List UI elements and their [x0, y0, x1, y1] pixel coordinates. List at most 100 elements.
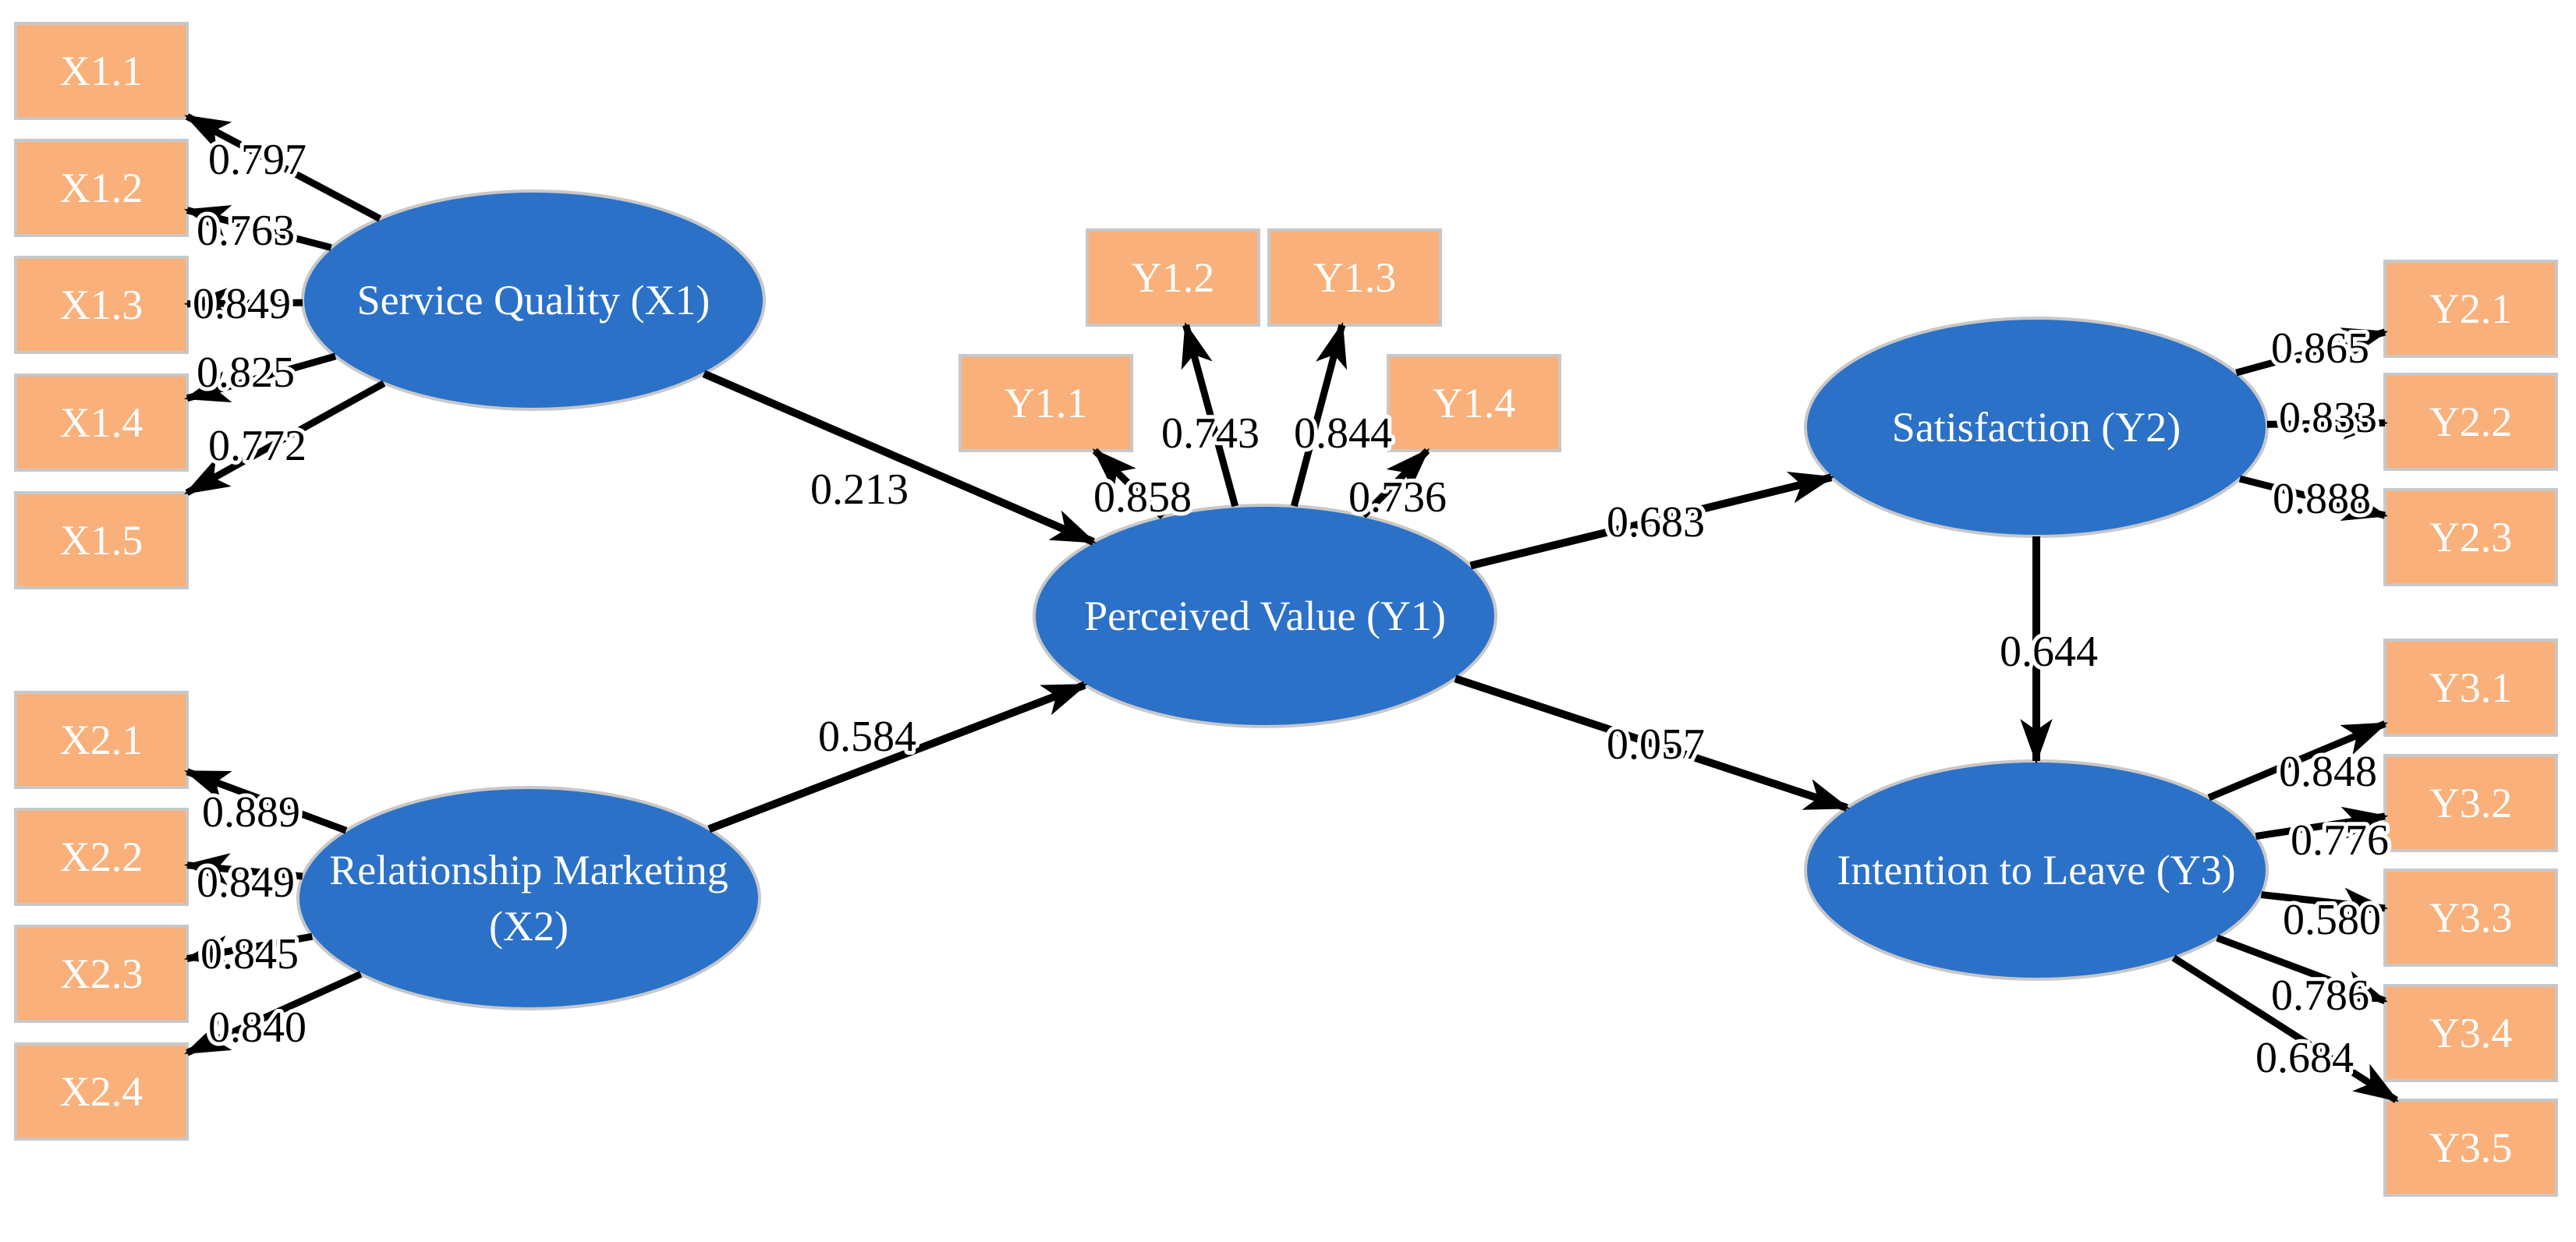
latent-label-line: Perceived Value (Y1)	[1084, 593, 1446, 639]
indicator-label-Y3.4: Y3.4	[2429, 1010, 2513, 1056]
indicator-Y1.4	[1387, 354, 1561, 452]
indicator-label-Y3.5: Y3.5	[2429, 1124, 2513, 1171]
loading-value-X2.3: 0.845	[200, 930, 299, 978]
indicator-Y1.1	[958, 354, 1133, 452]
latent-X2	[296, 786, 761, 1010]
latent-label-line: Satisfaction (Y2)	[1892, 404, 2181, 451]
indicator-label-Y2.2: Y2.2	[2429, 398, 2513, 445]
loading-arrow-X1.4	[184, 352, 337, 403]
loading-value-Y1.2: 0.743	[1161, 409, 1260, 458]
loading-value-X1.2: 0.763	[197, 207, 295, 255]
latent-label-line: Intention to Leave (Y3)	[1837, 847, 2235, 893]
indicator-label-X1.4: X1.4	[60, 399, 144, 446]
loading-arrow-X2.2	[183, 853, 303, 886]
indicator-Y2.2	[2383, 373, 2558, 471]
loading-arrow-Y2.3	[2238, 475, 2389, 522]
loading-value-Y3.2: 0.776	[2291, 816, 2389, 865]
loading-arrow-Y2.1	[2235, 327, 2388, 377]
loading-arrow-X2.1	[184, 768, 348, 834]
loading-value-Y3.4: 0.786	[2271, 971, 2369, 1020]
loading-arrow-Y1.4	[1360, 448, 1430, 518]
indicator-X2.4	[14, 1042, 189, 1141]
indicator-label-Y3.1: Y3.1	[2429, 664, 2513, 711]
indicator-label-X1.3: X1.3	[60, 281, 144, 328]
indicator-Y1.3	[1267, 228, 1442, 327]
path-arrow-Y1-Y2	[1469, 472, 1835, 570]
latent-label-X1: Service Quality (X1)	[357, 277, 710, 324]
indicator-label-Y3.3: Y3.3	[2429, 894, 2513, 941]
indicator-label-Y1.2: Y1.2	[1132, 254, 1215, 301]
latent-label-line: Relationship Marketing	[329, 847, 728, 893]
indicator-label-X1.5: X1.5	[60, 517, 144, 564]
indicator-X1.1	[14, 22, 189, 120]
loading-value-Y3.3: 0.580	[2283, 896, 2381, 944]
indicator-label-Y3.2: Y3.2	[2429, 780, 2513, 826]
indicator-label-Y1.4: Y1.4	[1433, 380, 1516, 426]
indicator-label-X2.4: X2.4	[60, 1068, 144, 1115]
loading-value-Y2.2: 0.833	[2279, 394, 2377, 442]
indicator-X1.2	[14, 139, 189, 237]
indicator-Y3.3	[2383, 869, 2558, 967]
loading-arrow-X1.5	[184, 380, 386, 496]
loading-value-Y3.1: 0.848	[2279, 748, 2377, 796]
indicator-X1.4	[14, 373, 189, 472]
path-arrow-X2-Y1	[707, 681, 1088, 833]
path-value-Y1-Y2: 0.683	[1607, 498, 1705, 547]
indicator-label-Y2.1: Y2.1	[2429, 285, 2513, 332]
indicator-label-X1.2: X1.2	[60, 165, 144, 211]
indicator-Y2.3	[2383, 488, 2558, 586]
indicator-label-Y1.3: Y1.3	[1313, 254, 1397, 301]
loading-arrow-X1.3	[183, 287, 303, 320]
latent-label-line: Service Quality (X1)	[357, 277, 710, 324]
loading-value-Y1.4: 0.736	[1348, 473, 1447, 522]
indicator-X2.2	[14, 808, 189, 906]
loading-arrow-X2.3	[183, 932, 314, 968]
indicator-Y3.1	[2383, 639, 2558, 737]
loading-arrow-X1.1	[184, 113, 382, 222]
path-value-Y2-Y3: 0.644	[2000, 628, 2098, 676]
loading-arrow-Y3.4	[2216, 934, 2388, 1004]
indicator-Y2.1	[2383, 260, 2558, 358]
indicator-X2.1	[14, 691, 189, 789]
loading-arrow-Y1.2	[1181, 322, 1239, 508]
loading-value-Y2.3: 0.888	[2273, 475, 2371, 523]
path-arrow-X1-Y1	[702, 370, 1097, 546]
indicator-Y3.5	[2383, 1099, 2558, 1197]
latent-label-line: (X2)	[489, 903, 569, 950]
indicator-X1.3	[14, 256, 189, 354]
path-value-X2-Y1: 0.584	[818, 713, 916, 761]
indicator-label-X2.2: X2.2	[60, 833, 144, 880]
loading-arrow-Y1.1	[1092, 448, 1166, 519]
loading-arrow-Y3.2	[2255, 806, 2389, 840]
indicator-Y3.2	[2383, 754, 2558, 852]
latent-label-X2: Relationship Marketing (X2)	[329, 847, 728, 950]
loading-arrow-Y3.1	[2207, 720, 2388, 801]
indicator-X1.5	[14, 491, 189, 589]
loading-value-X1.1: 0.797	[208, 136, 306, 184]
loading-value-X1.3: 0.849	[193, 280, 291, 328]
path-value-X1-Y1: 0.213	[810, 465, 909, 514]
loading-value-X1.4: 0.825	[197, 349, 295, 397]
loading-arrow-Y2.2	[2266, 407, 2389, 440]
indicator-label-X1.1: X1.1	[60, 48, 144, 94]
indicator-label-Y1.1: Y1.1	[1005, 380, 1088, 426]
loading-value-X2.1: 0.889	[202, 788, 300, 837]
indicator-X2.3	[14, 925, 189, 1023]
latent-label-Y3: Intention to Leave (Y3)	[1837, 847, 2235, 893]
loading-arrow-X2.4	[184, 971, 363, 1056]
loading-arrow-Y3.5	[2171, 954, 2400, 1103]
loading-value-Y3.5: 0.684	[2255, 1034, 2354, 1082]
loading-value-X2.4: 0.840	[208, 1003, 306, 1052]
latent-label-Y1: Perceived Value (Y1)	[1084, 593, 1446, 639]
indicator-label-X2.3: X2.3	[60, 950, 144, 997]
loading-arrow-X1.2	[183, 205, 332, 251]
loading-arrow-Y3.3	[2260, 887, 2389, 920]
indicator-Y1.2	[1086, 228, 1260, 327]
latent-label-Y2: Satisfaction (Y2)	[1892, 404, 2181, 451]
indicator-Y3.4	[2383, 984, 2558, 1082]
loading-value-X1.5: 0.772	[208, 422, 306, 470]
latent-Y1	[1033, 504, 1497, 728]
path-arrow-Y1-Y3	[1454, 674, 1851, 812]
